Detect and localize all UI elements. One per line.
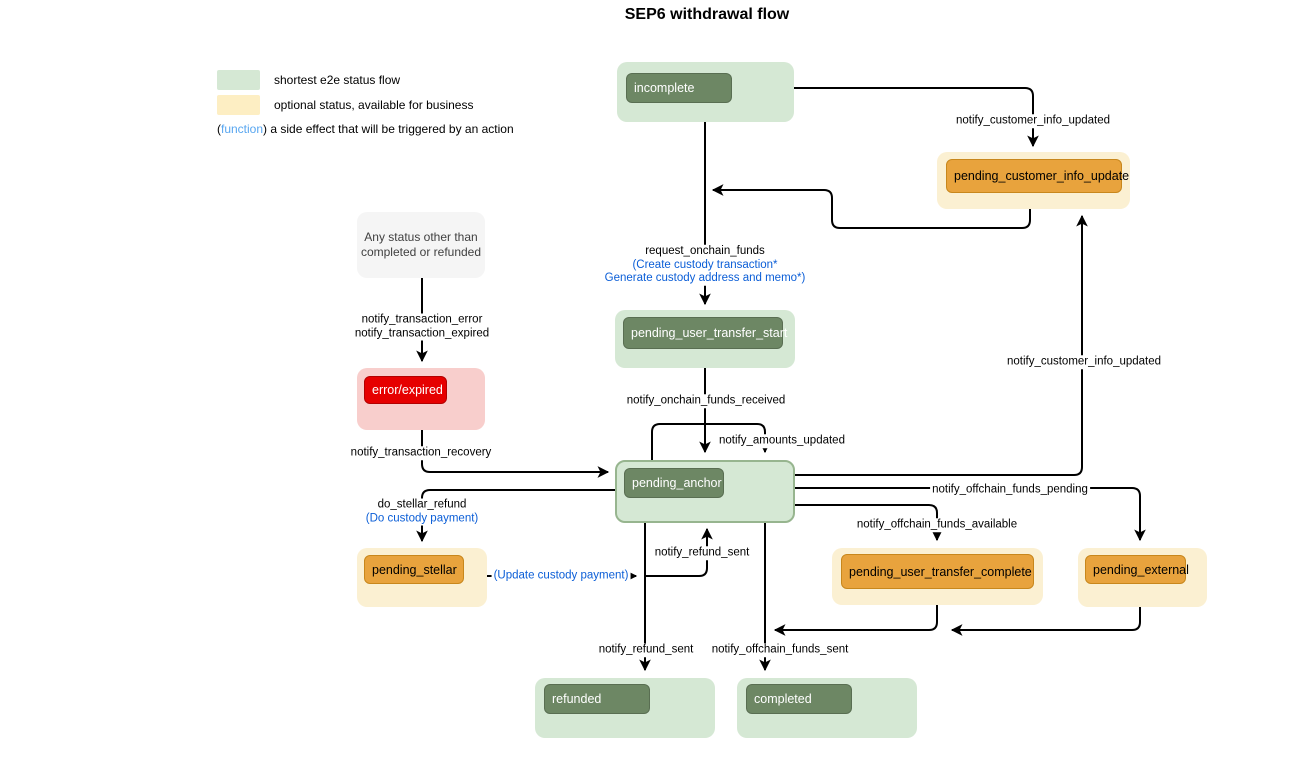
legend-function-open: (: [217, 122, 221, 136]
edge-label-notify-customer-info-updated-right: notify_customer_info_updated: [1004, 355, 1164, 369]
legend-label-function: (function) a side effect that will be tr…: [217, 122, 514, 136]
edge-label-notify-refund-sent-down: notify_refund_sent: [596, 643, 696, 657]
edge-pending-anchor-self-loop: [651, 423, 771, 460]
edge-pending-anchor-to-pending-external: [795, 487, 1146, 542]
node-label: completed: [754, 692, 812, 706]
edge-label-update-custody-payment: (Update custody payment): [491, 569, 631, 583]
edge-label-line: do_stellar_refund: [377, 498, 467, 511]
page-title: SEP6 withdrawal flow: [624, 6, 790, 23]
legend-label-shortest-flow: shortest e2e status flow: [274, 73, 401, 87]
node-pending-user-transfer-complete: pending_user_transfer_complete: [832, 548, 1043, 605]
edge-label-do-stellar-refund: do_stellar_refund (Do custody payment): [363, 498, 481, 526]
node-label: pending_anchor: [632, 476, 722, 490]
node-pending-stellar: pending_stellar: [357, 548, 487, 607]
edge-label-notify-customer-info-updated-top: notify_customer_info_updated: [953, 114, 1113, 128]
edge-pending-customer-info-update-return: [711, 184, 1031, 229]
node-label: pending_customer_info_update: [954, 169, 1130, 183]
node-label: pending_stellar: [372, 562, 457, 577]
legend-swatch-yellow: [217, 95, 260, 115]
note-line1: Any status other than: [364, 230, 478, 244]
legend-label-optional-status: optional status, available for business: [274, 98, 474, 112]
edge-error-expired-to-pending-anchor: [421, 430, 610, 478]
edge-label-function-line: Generate custody address and memo*): [604, 271, 806, 284]
edge-label-notify-refund-sent-up: notify_refund_sent: [652, 546, 752, 560]
edge-pending-anchor-to-pending-user-transfer-complete: [795, 504, 943, 542]
node-incomplete-label-box: incomplete: [626, 73, 732, 103]
edge-pending-anchor-to-pending-stellar: [416, 489, 615, 543]
edge-label-line: request_onchain_funds: [645, 244, 765, 257]
node-pending-customer-info-update: pending_customer_info_update: [937, 152, 1130, 209]
node-refunded: refunded: [535, 678, 715, 738]
note-line2: completed or refunded: [360, 245, 482, 259]
node-label: pending_user_transfer_start: [631, 326, 788, 340]
edge-pending-user-transfer-complete-to-completed-line: [773, 605, 938, 636]
node-pending-anchor-label-box: pending_anchor: [624, 468, 724, 498]
edge-label-line: notify_transaction_error: [361, 313, 483, 326]
node-completed-label-box: completed: [746, 684, 852, 714]
node-label: refunded: [552, 692, 602, 706]
edge-label-notify-onchain-funds-received: notify_onchain_funds_received: [624, 394, 788, 408]
node-error-expired-label-box: error/expired: [364, 376, 447, 404]
edge-label-notify-offchain-funds-available: notify_offchain_funds_available: [854, 518, 1020, 532]
edge-pending-anchor-to-pending-customer-info-update: [795, 214, 1088, 476]
edge-pending-external-to-completed-line: [950, 606, 1141, 636]
node-incomplete: incomplete: [617, 62, 794, 122]
node-label: pending_external: [1093, 562, 1189, 577]
node-label: pending_user_transfer_complete: [849, 564, 1032, 579]
edge-label-notify-transaction-recovery: notify_transaction_recovery: [348, 446, 494, 460]
node-pending-user-transfer-complete-label-box: pending_user_transfer_complete: [841, 554, 1034, 589]
edge-incomplete-to-pending-customer-info-update: [794, 87, 1039, 148]
node-pending-user-transfer-start-label-box: pending_user_transfer_start: [623, 317, 787, 349]
edge-label-notify-offchain-funds-pending: notify_offchain_funds_pending: [930, 483, 1090, 497]
edge-label-line: notify_transaction_expired: [354, 327, 490, 339]
legend-function-rest: ) a side effect that will be triggered b…: [263, 122, 514, 136]
node-refunded-label-box: refunded: [544, 684, 650, 714]
node-pending-anchor: pending_anchor: [615, 460, 795, 523]
node-pending-customer-info-update-label-box: pending_customer_info_update: [946, 159, 1129, 193]
node-pending-external-label-box: pending_external: [1085, 555, 1189, 584]
node-label: error/expired: [372, 383, 443, 397]
node-label: incomplete: [634, 81, 695, 95]
node-error-expired: error/expired: [357, 368, 485, 430]
edge-label-notify-amounts-updated: notify_amounts_updated: [717, 434, 847, 448]
legend-function-word: function: [221, 122, 264, 136]
node-any-status-note: Any status other than completed or refun…: [357, 212, 485, 278]
node-pending-external: pending_external: [1078, 548, 1207, 607]
node-pending-stellar-label-box: pending_stellar: [364, 555, 464, 584]
edge-label-notify-transaction-error-expired: notify_transaction_error notify_transact…: [352, 313, 492, 341]
edge-label-request-onchain-funds: request_onchain_funds (Create custody tr…: [602, 244, 808, 286]
edge-label-notify-offchain-funds-sent: notify_offchain_funds_sent: [709, 643, 851, 657]
edge-label-function-line: (Do custody payment): [365, 512, 479, 524]
node-pending-user-transfer-start: pending_user_transfer_start: [615, 310, 795, 368]
node-completed: completed: [737, 678, 917, 738]
edge-label-function-line: (Create custody transaction*: [632, 258, 778, 271]
edge-refund-junction-to-pending-anchor: [645, 527, 713, 577]
legend-swatch-green: [217, 70, 260, 90]
